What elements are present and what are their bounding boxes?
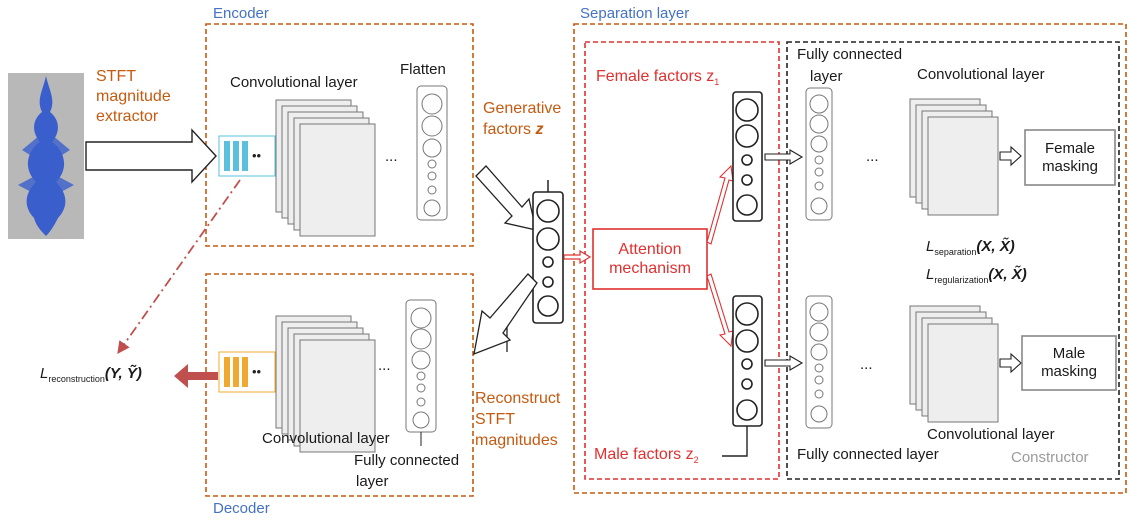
attention-to-male-arrow (706, 273, 734, 348)
decoder-title: Decoder (213, 500, 270, 517)
constructor-conv-top-stack (909, 98, 999, 216)
encoder-flatten-column (416, 85, 448, 221)
male-z2-column (722, 295, 763, 457)
decoder-box (205, 273, 474, 497)
regularization-loss: Lregularization(X, X̃) (926, 266, 1027, 285)
encoder-title: Encoder (213, 5, 269, 22)
attention-to-female-arrow (706, 164, 734, 245)
encoder-conv-label: Convolutional layer (230, 74, 358, 91)
female-masking-box (1024, 129, 1116, 186)
attention-line-2: mechanism (609, 260, 691, 277)
reconstruct-line-3: magnitudes (475, 432, 558, 449)
latent-to-decoder-arrow (473, 273, 538, 356)
encoder-icon-dots: •• (252, 148, 262, 163)
male-masking-line-2: masking (1041, 363, 1097, 380)
decoder-ellipsis: ... (378, 357, 391, 374)
female-factors-label: Female factors z1 (596, 68, 720, 88)
encoder-to-latent-arrow (475, 165, 537, 231)
attention-box (592, 228, 708, 290)
constructor-bottom-ellipsis: ... (860, 356, 873, 373)
conv-to-female-masking-arrow (999, 145, 1022, 167)
female-to-fc-arrow (764, 149, 804, 165)
reconstruct-line-1: Reconstruct (475, 390, 561, 407)
conv-bottom-label: Convolutional layer (927, 426, 1055, 443)
decoder-fc-label-2: layer (356, 473, 389, 490)
reconstruct-line-2: STFT (475, 411, 515, 428)
encoder-conv-stack (275, 99, 376, 237)
constructor-fc-bottom-column (805, 295, 833, 429)
male-masking-box (1021, 335, 1117, 391)
male-masking-label: Male masking (1022, 336, 1116, 390)
separation-loss: Lseparation(X, X̃) (926, 238, 1015, 257)
separation-layer-title: Separation layer (580, 5, 690, 22)
stft-line-3: extractor (96, 108, 159, 125)
input-arrow (85, 128, 217, 184)
constructor-conv-bottom-stack (909, 305, 999, 423)
fc-top-label-1: Fully connected (797, 46, 903, 63)
encoder-ellipsis: ... (385, 148, 398, 165)
conv-to-male-masking-arrow (999, 352, 1022, 374)
constructor-fc-top-column (805, 87, 833, 221)
waveform-image (8, 73, 84, 239)
female-masking-label: Female masking (1025, 130, 1115, 185)
decoder-fc-label-1: Fully connected (354, 452, 460, 469)
latent-to-attention-arrow (563, 249, 592, 265)
decoder-conv-label: Convolutional layer (262, 430, 390, 447)
encoder-box (205, 23, 474, 247)
decoder-fc-column (405, 299, 437, 446)
decoder-to-loss-arrow (174, 364, 218, 388)
decoder-conv-stack (275, 315, 376, 453)
reconstruction-dashdot-arrow (117, 179, 241, 355)
decoder-icon-dots: •• (252, 364, 262, 379)
fc-top-label-2: layer (810, 68, 843, 85)
male-to-fc-arrow (764, 355, 804, 371)
stft-line-1: STFT (96, 68, 136, 85)
constructor-top-ellipsis: ... (866, 148, 879, 165)
encoder-input-spectrogram-icon (218, 135, 276, 177)
stft-line-2: magnitude (96, 88, 171, 105)
male-factors-label: Male factors z2 (594, 446, 699, 466)
conv-top-label: Convolutional layer (917, 66, 1045, 83)
flatten-label: Flatten (400, 61, 446, 78)
separation-layer-box (573, 23, 1127, 494)
female-z1-column (732, 91, 763, 222)
generative-line-2: factors z (483, 121, 544, 138)
generative-line-1: Generative (483, 100, 562, 117)
female-masking-line-1: Female (1044, 139, 1096, 157)
male-masking-line-1: Male (1052, 345, 1086, 362)
constructor-label: Constructor (1011, 449, 1089, 466)
decoder-output-spectrogram-icon (218, 351, 276, 393)
attention-label: Attention mechanism (593, 229, 707, 289)
reconstruction-loss: Lreconstruction(Y, Ỹ) (40, 365, 142, 384)
latent-z-column (506, 180, 564, 352)
fc-bottom-label: Fully connected layer (797, 446, 939, 463)
attention-line-1: Attention (618, 240, 682, 258)
female-masking-line-2: masking (1042, 157, 1098, 175)
